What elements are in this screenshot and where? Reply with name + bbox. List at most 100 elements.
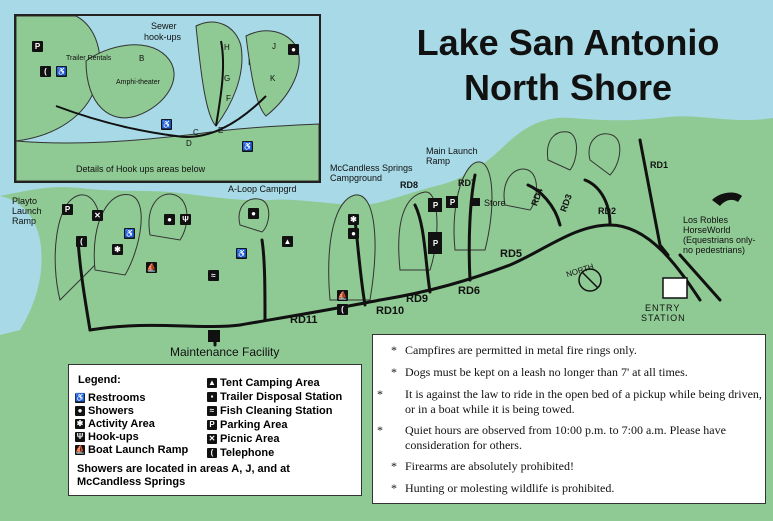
north-compass [578,268,602,292]
shower-icon: ● [348,228,359,239]
boat-launch-icon: ⛵ [337,290,348,301]
area-letter: H [224,43,230,52]
hookup-inset-map: Sewer hook-ups Trailer Rentals Amphi-the… [14,14,321,183]
inset-graphic [16,16,319,181]
peninsula [588,133,621,176]
area-letter: K [270,74,276,83]
hookups-label: hook-ups [144,32,182,42]
area-letter: C [193,128,199,137]
road-label-rd9: RD9 [406,293,429,305]
legend-box: Legend: ♿Restrooms ●Showers ✱Activity Ar… [68,364,362,496]
inset-caption: Details of Hook ups areas below [76,164,206,174]
los-robles-label-4: no pedestrians) [683,245,746,255]
legend-telephone: (Telephone [207,447,274,459]
rule-item: *Firearms are absolutely prohibited! [391,459,574,473]
legend-tent: ▲Tent Camping Area [207,377,320,389]
boat-launch-icon: ⛵ [75,445,85,455]
road-rd2 [583,178,612,227]
rule-text: Hunting or molesting wildlife is prohibi… [405,481,615,495]
mccandless-label-2: Campground [330,173,383,183]
road-label-rd10: RD10 [376,305,405,317]
north-arrow [581,271,599,289]
rule-text: Dogs must be kept on a leash no longer t… [405,365,688,379]
boat-launch-icon: ⛵ [146,262,157,273]
parking-icon: P [447,197,458,208]
legend-boat-launch: ⛵Boat Launch Ramp [75,444,188,456]
parking-icon: P [32,41,43,52]
road-rd11 [260,238,267,322]
horse-icon [712,192,742,206]
los-robles-label-2: HorseWorld [683,225,731,235]
activity-icon: ✱ [112,244,123,255]
amphitheater-label: Amphi-theater [116,79,160,86]
restroom-icon: ♿ [75,393,85,403]
area-letter: J [272,42,276,51]
parking-icon: P [430,200,441,211]
rule-item: *Dogs must be kept on a leash no longer … [391,365,688,379]
restroom-icon: ♿ [242,141,253,152]
legend-label: Fish Cleaning Station [220,405,333,417]
store-marker [472,198,480,206]
rule-text: Firearms are absolutely prohibited! [405,459,574,473]
parking-icon: P [62,204,73,215]
fish-cleaning-icon: ≈ [207,406,217,416]
area-letter: F [226,94,231,103]
entry-station-marker [662,277,688,299]
activity-icon: ✱ [75,419,85,429]
peninsula [546,131,577,171]
road-label-rd11: RD11 [290,314,318,326]
legend-label: Boat Launch Ramp [88,444,189,456]
rule-item: *Quiet hours are observed from 10:00 p.m… [377,423,726,452]
entry-label-1: ENTRY [645,303,681,313]
road-rd10 [353,218,367,307]
restroom-icon: ♿ [161,119,172,130]
fish-cleaning-icon: ≈ [208,270,219,281]
main-road [88,223,702,332]
playto-label-3: Ramp [12,216,37,226]
title-line-1: Lake San Antonio [416,22,720,63]
shower-icon: ● [75,406,85,416]
legend-heading: Legend: [78,374,121,386]
rule-item: *Campfires are permitted in metal fire r… [391,343,637,357]
legend-label: Hook-ups [88,431,139,443]
legend-label: Telephone [220,447,275,459]
los-robles-label-1: Los Robles [683,215,729,225]
telephone-icon: ( [337,304,348,315]
title-line-2: North Shore [463,67,672,108]
area-letter: B [139,54,145,63]
trailer-rentals-label: Trailer Rentals [66,55,112,62]
legend-trailer-disposal: ▪Trailer Disposal Station [207,391,342,403]
legend-picnic: ✕Picnic Area [207,433,280,445]
legend-restrooms: ♿Restrooms [75,392,145,404]
area-letter: D [186,139,192,148]
legend-label: Parking Area [220,419,288,431]
playto-label-2: Launch [12,206,42,216]
parking-icon: P [430,238,441,249]
tent-icon: ▲ [282,236,293,247]
road-rd8 [413,203,432,294]
shower-icon: ● [288,44,299,55]
road-label-rd6: RD6 [458,285,481,297]
legend-label: Showers [88,405,134,417]
hookup-icon: Ψ [75,432,85,442]
road-horse [678,253,722,302]
aloop-label: A-Loop Campgrd [228,184,297,194]
peninsula [328,194,376,301]
area-letter: G [224,74,231,83]
legend-label: Trailer Disposal Station [220,391,343,403]
legend-label: Activity Area [88,418,155,430]
main-launch-label-2: Ramp [426,156,451,166]
telephone-icon: ( [40,66,51,77]
telephone-icon: ( [76,236,87,247]
maintenance-label: Maintenance Facility [170,345,280,359]
peninsula [93,193,142,276]
shower-icon: ● [248,208,259,219]
legend-showers-note: Showers are located in areas A, J, and a… [77,463,290,488]
activity-icon: ✱ [348,214,359,225]
park-rules-box: *Campfires are permitted in metal fire r… [372,334,766,504]
picnic-icon: ✕ [207,434,217,444]
playto-label-1: Playto [12,196,38,206]
road-rd6 [467,173,477,282]
road-label-rd5: RD5 [500,248,523,260]
